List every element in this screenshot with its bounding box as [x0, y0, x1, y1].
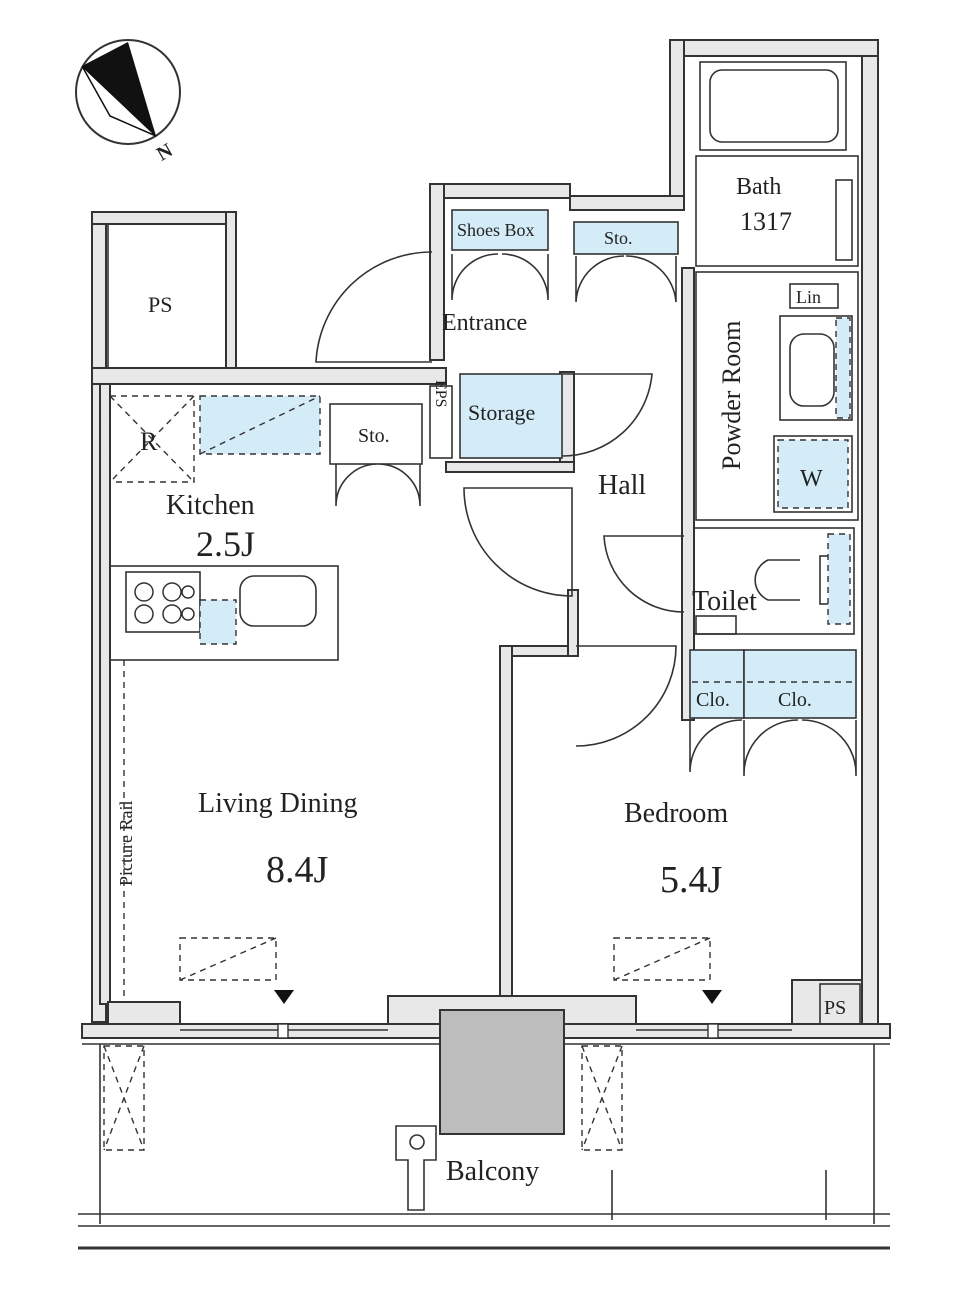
kitchen: R Sto. Kitchen 2.5J — [109, 395, 423, 661]
ac-arrow-icon — [274, 990, 294, 1004]
refrigerator-label: R — [140, 427, 158, 456]
balcony: Balcony — [78, 1009, 890, 1250]
eps-label: EPS — [432, 380, 449, 408]
washer-label: W — [800, 466, 823, 492]
storage-top-label: Sto. — [604, 228, 633, 248]
picture-rail-label: Picture Rail — [116, 801, 136, 886]
balcony-label: Balcony — [446, 1156, 539, 1187]
living-label: Living Dining — [198, 788, 357, 819]
hall: Hall — [463, 470, 685, 747]
powder-room-label: Powder Room — [717, 321, 746, 471]
toilet-room: Toilet — [692, 527, 855, 635]
shoes-box-label: Shoes Box — [457, 220, 535, 240]
entrance-label: Entrance — [442, 310, 527, 336]
hall-label: Hall — [598, 470, 646, 501]
bathroom: Bath 1317 Lin — [695, 61, 859, 309]
living-dining: Picture Rail Living Dining 8.4J — [116, 660, 357, 1004]
stove-icon — [134, 582, 195, 624]
bedroom-label: Bedroom — [624, 798, 728, 829]
compass-north-label: N — [153, 139, 177, 166]
ac-outdoor-unit — [439, 1009, 565, 1135]
windows — [180, 1023, 792, 1039]
kitchen-sto-label: Sto. — [358, 425, 390, 447]
ps-top: PS — [107, 223, 227, 369]
kitchen-label: Kitchen — [166, 490, 255, 521]
bedroom-size: 5.4J — [660, 859, 722, 901]
toilet-label: Toilet — [692, 586, 757, 617]
ac-arrow-icon — [702, 990, 722, 1004]
bedroom: Bedroom 5.4J PS — [613, 798, 861, 1025]
closets: Clo. Clo. — [689, 649, 857, 777]
bath-label: Bath — [736, 174, 781, 200]
ps-bottom-label: PS — [824, 997, 846, 1019]
powder-room: Powder Room W — [695, 271, 859, 521]
closet-right-label: Clo. — [778, 689, 812, 711]
drain-icon — [409, 1134, 425, 1150]
bath-size: 1317 — [740, 207, 792, 236]
closet-left-label: Clo. — [696, 689, 730, 711]
linen-label: Lin — [796, 287, 821, 307]
kitchen-size: 2.5J — [196, 524, 255, 564]
compass-needle-icon — [82, 42, 156, 136]
entrance-area: Shoes Box Sto. Entrance — [315, 209, 679, 363]
eps-storage: EPS Storage — [429, 373, 653, 459]
storage-label: Storage — [468, 400, 535, 425]
compass: N — [75, 39, 181, 166]
living-size: 8.4J — [266, 849, 328, 891]
ps-top-label: PS — [148, 292, 172, 317]
